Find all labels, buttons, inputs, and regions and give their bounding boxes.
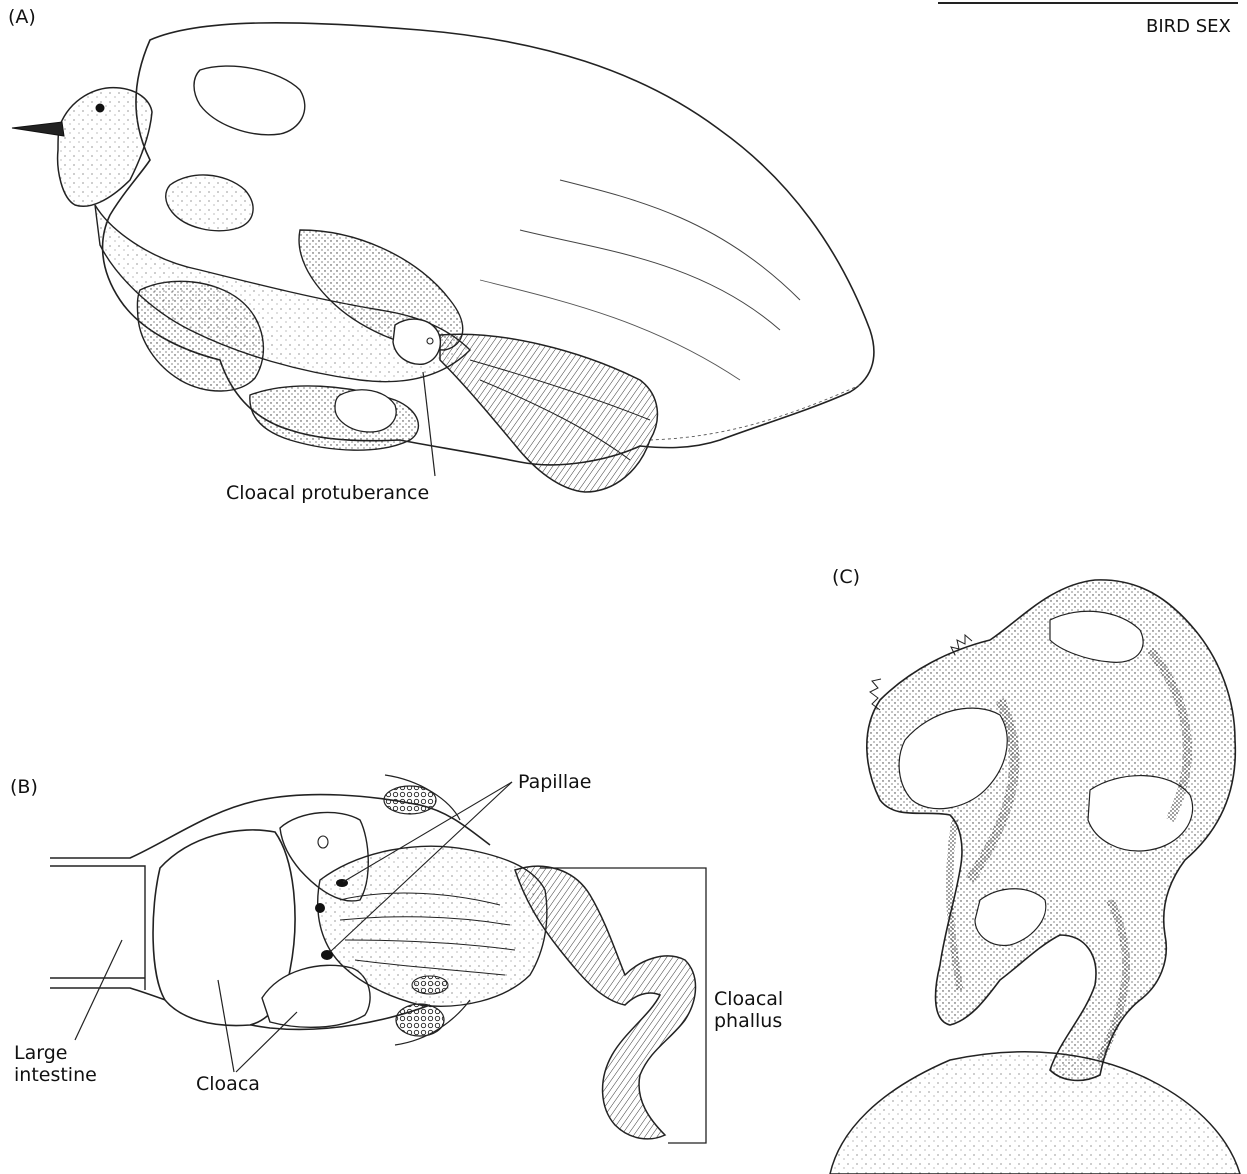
panel-b-letter: (B) [10,776,38,798]
panel-b-illustration [50,775,706,1143]
label-cloacal-phallus-line2: phallus [714,1010,782,1032]
label-cloacal-phallus-line1: Cloacal [714,988,783,1010]
panel-c-illustration [830,580,1240,1174]
panel-a-letter: (A) [8,6,36,28]
cloacal-phallus-coil [515,866,696,1139]
label-cloacal-protuberance: Cloacal protuberance [226,482,429,504]
label-papillae: Papillae [518,771,591,793]
bird-beak [12,122,64,136]
panel-a-illustration [12,23,874,492]
panel-c-letter: (C) [832,566,860,588]
label-large-intestine-line2: intestine [14,1064,97,1086]
fat-body-lower [396,1004,444,1036]
label-cloaca: Cloaca [196,1073,260,1095]
bird-eye [96,104,105,113]
panel-c-base [830,1052,1240,1174]
label-large-intestine-line1: Large [14,1042,67,1064]
